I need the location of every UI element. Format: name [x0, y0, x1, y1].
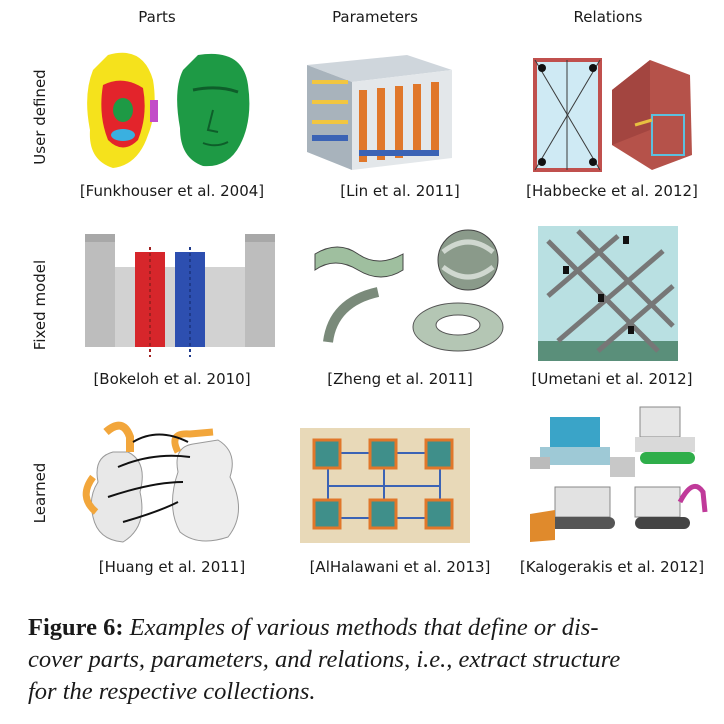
citation-zheng: [Zheng et al. 2011] — [327, 370, 473, 388]
image-umetani-structure — [538, 226, 724, 366]
figure-caption: Figure 6: Examples of various methods th… — [28, 612, 700, 708]
citation-bokeloh: [Bokeloh et al. 2010] — [93, 370, 251, 388]
citation-funkhouser: [Funkhouser et al. 2004] — [79, 182, 265, 200]
row-label-user-defined: User defined — [31, 69, 49, 165]
citation-lin: [Lin et al. 2011] — [340, 182, 460, 200]
citation-kalogerakis: [Kalogerakis et al. 2012] — [519, 558, 705, 576]
image-habbecke-relations — [530, 40, 724, 180]
row-label-fixed-model: Fixed model — [31, 259, 49, 351]
caption-line-1: Examples of various methods that define … — [129, 614, 599, 641]
column-header-parts: Parts — [138, 8, 176, 26]
image-funkhouser-heads — [68, 40, 278, 180]
image-kalogerakis-vehicles — [525, 402, 724, 542]
citation-alhalawani: [AlHalawani et al. 2013] — [309, 558, 491, 576]
image-alhalawani-facade — [300, 428, 510, 568]
citation-umetani: [Umetani et al. 2012] — [531, 370, 693, 388]
image-bokeloh-castle — [75, 222, 285, 362]
figure-label: Figure 6: — [28, 614, 124, 641]
image-huang-jugs — [78, 412, 288, 552]
image-zheng-shapes — [303, 222, 513, 362]
citation-habbecke: [Habbecke et al. 2012] — [526, 182, 698, 200]
column-header-relations: Relations — [573, 8, 643, 26]
image-lin-building — [297, 40, 507, 180]
column-header-parameters: Parameters — [332, 8, 418, 26]
caption-line-3: for the respective collections. — [28, 678, 316, 705]
caption-line-2: cover parts, parameters, and relations, … — [28, 646, 621, 673]
row-label-learned: Learned — [31, 462, 49, 524]
citation-huang: [Huang et al. 2011] — [98, 558, 246, 576]
